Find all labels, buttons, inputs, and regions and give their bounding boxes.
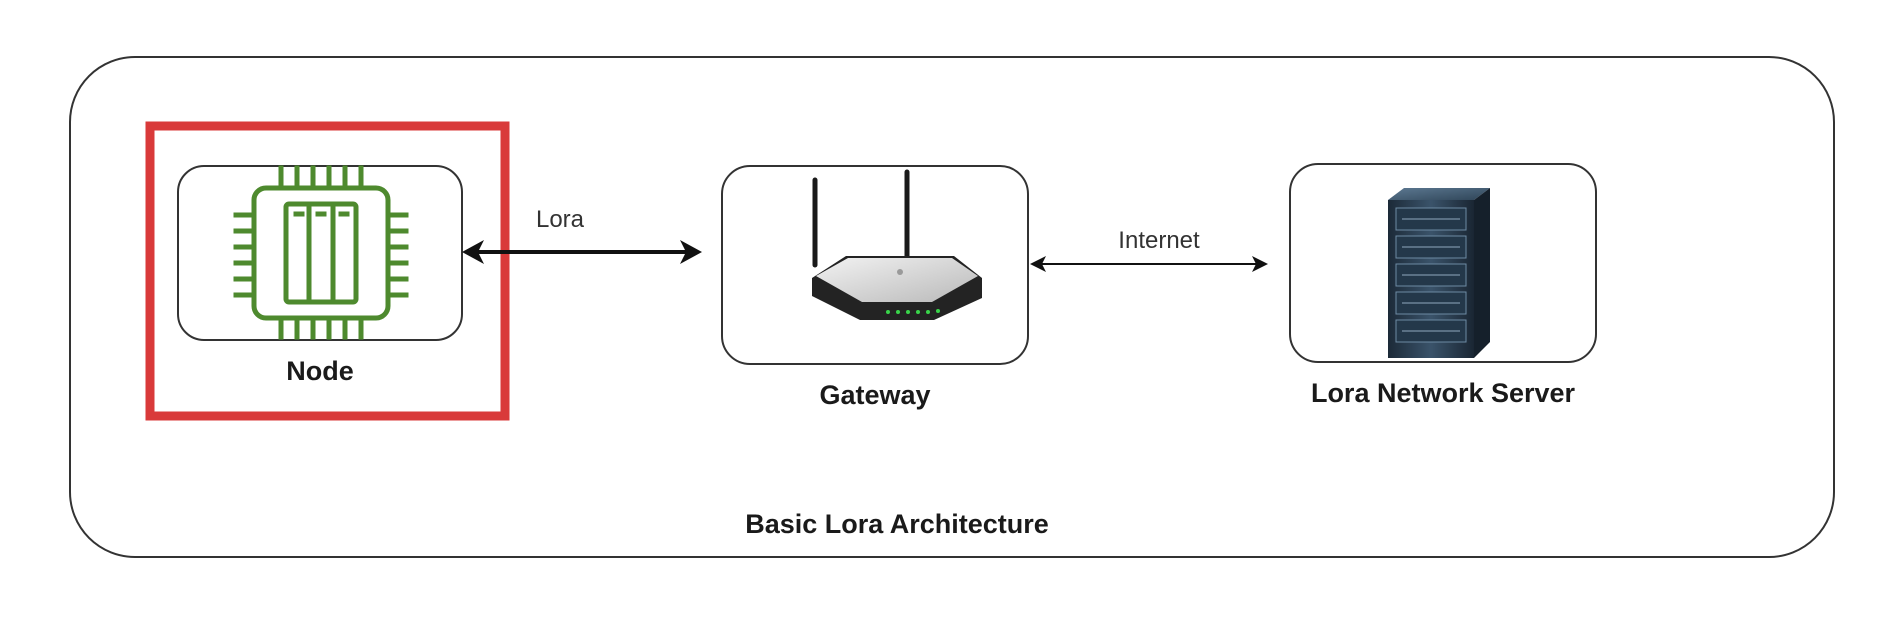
lora-edge-label: Lora: [535, 206, 585, 233]
wifi-router-icon: [812, 169, 982, 320]
node-highlight-frame: [145, 121, 510, 421]
internet-edge-arrow: [1030, 256, 1268, 272]
node-label: Node: [286, 356, 354, 386]
node-box: [177, 165, 463, 341]
gateway-label: Gateway: [819, 380, 931, 410]
microchip-icon: [233, 165, 409, 340]
lora-edge-arrow: [462, 240, 702, 264]
server-label: Lora Network Server: [1310, 378, 1576, 408]
internet-edge-label: Internet: [1118, 227, 1200, 254]
diagram-caption: Basic Lora Architecture: [745, 509, 1049, 539]
server-rack-icon: [1388, 188, 1490, 358]
